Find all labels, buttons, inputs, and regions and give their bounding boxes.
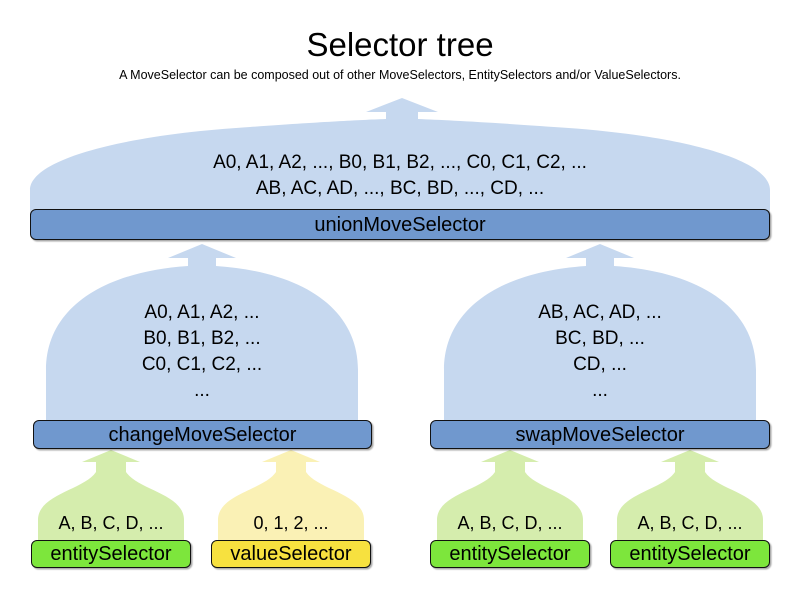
node-union-move-selector[interactable]: unionMoveSelector xyxy=(30,209,770,240)
node-swap-move-selector[interactable]: swapMoveSelector xyxy=(430,420,770,449)
value-change-body-shape xyxy=(218,450,364,552)
node-entity-selector-swap-left[interactable]: entitySelector xyxy=(430,540,590,568)
node-value-selector-change-label: valueSelector xyxy=(230,543,352,565)
change-node-body-shape xyxy=(46,244,358,432)
node-entity-selector-swap-right-label: entitySelector xyxy=(629,543,751,565)
node-entity-selector-change[interactable]: entitySelector xyxy=(31,540,191,568)
node-swap-move-selector-label: swapMoveSelector xyxy=(515,423,685,446)
node-entity-selector-swap-right[interactable]: entitySelector xyxy=(610,540,770,568)
page-title: Selector tree xyxy=(306,26,494,63)
node-entity-selector-change-label: entitySelector xyxy=(50,543,172,565)
entity-change-body-shape xyxy=(38,450,184,552)
entity-swap-left-body-shape xyxy=(437,450,583,552)
entity-swap-right-body-shape xyxy=(617,450,763,552)
page-subtitle: A MoveSelector can be composed out of ot… xyxy=(119,68,681,82)
node-change-move-selector-label: changeMoveSelector xyxy=(108,423,297,446)
node-union-move-selector-label: unionMoveSelector xyxy=(314,213,486,236)
node-change-move-selector[interactable]: changeMoveSelector xyxy=(33,420,372,449)
union-node-body-shape xyxy=(30,98,770,222)
swap-node-body-shape xyxy=(444,244,756,432)
node-value-selector-change[interactable]: valueSelector xyxy=(211,540,371,568)
node-entity-selector-swap-left-label: entitySelector xyxy=(449,543,571,565)
